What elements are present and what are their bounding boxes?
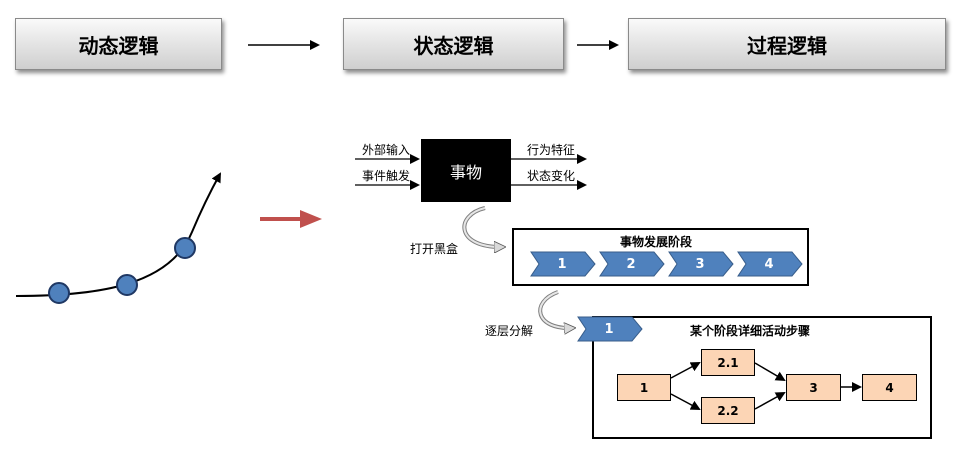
blackbox-thing: 事物 [421, 139, 511, 202]
detail-panel-title: 某个阶段详细活动步骤 [690, 324, 811, 338]
decompose-arrow [538, 290, 574, 331]
header-box-state-logic: 状态逻辑 [343, 18, 564, 70]
input-label-1: 外部输入 [362, 143, 411, 157]
header-box-dynamic-logic: 动态逻辑 [15, 18, 222, 70]
step-4: 4 [862, 374, 917, 401]
detail-stage-tag [577, 316, 643, 342]
input-label-2: 事件触发 [362, 169, 411, 183]
flow-1-to-21 [670, 362, 701, 379]
curve-dot-2 [116, 274, 138, 296]
stage-chevron-1 [530, 251, 596, 277]
stage-chevron-2 [599, 251, 665, 277]
stage-chevron-3 [668, 251, 734, 277]
step-1: 1 [617, 374, 671, 401]
detail-stage-tag-label: 1 [604, 321, 614, 337]
curve-dot-1 [48, 282, 70, 304]
stage-label-3: 3 [695, 256, 705, 272]
stage-label-2: 2 [626, 256, 636, 272]
flow-22-to-3 [754, 392, 786, 410]
decompose-label: 逐层分解 [485, 324, 534, 338]
step-3: 3 [786, 374, 841, 401]
stage-chevron-4 [737, 251, 803, 277]
output-label-2: 状态变化 [527, 169, 576, 183]
open-blackbox-arrow [462, 206, 504, 250]
open-blackbox-label: 打开黑盒 [410, 242, 459, 256]
stage-label-1: 1 [557, 256, 567, 272]
step-2-2: 2.2 [701, 397, 755, 424]
flow-1-to-22 [670, 393, 701, 410]
step-2-1: 2.1 [701, 349, 755, 376]
curve-dot-3 [174, 237, 196, 259]
header-box-process-logic: 过程逻辑 [628, 18, 946, 70]
dynamic-curve [15, 172, 221, 297]
blackbox-label: 事物 [449, 162, 482, 182]
flow-21-to-3 [754, 362, 786, 382]
stage-label-4: 4 [764, 256, 774, 272]
red-arrow-head [300, 210, 322, 228]
stage-panel-title: 事物发展阶段 [620, 235, 693, 249]
output-label-1: 行为特征 [527, 143, 576, 157]
